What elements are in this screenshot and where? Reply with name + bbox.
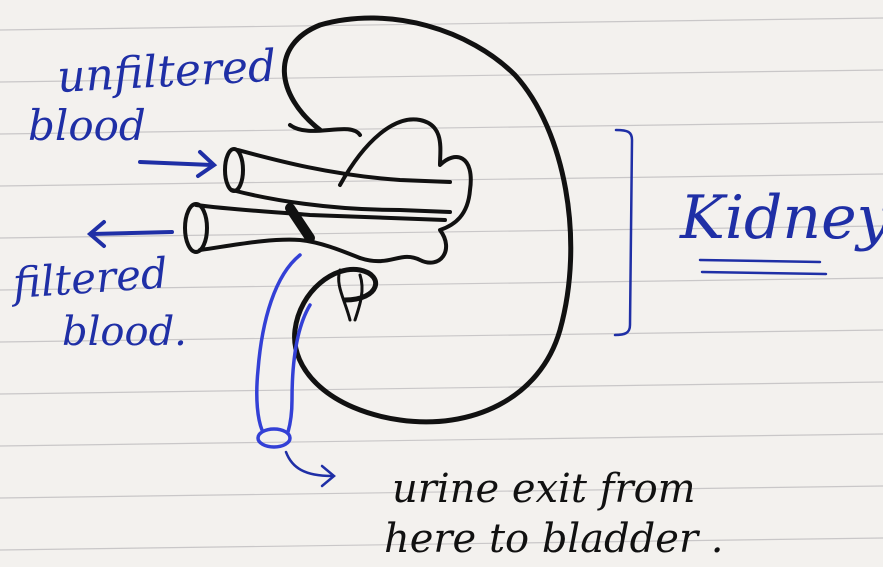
arrow-left-icon xyxy=(90,222,172,246)
kidney-underline xyxy=(700,260,826,274)
kidney-inner-curve xyxy=(290,125,360,135)
label-filtered-line1: filtered xyxy=(8,248,169,308)
pelvis-branch xyxy=(339,270,362,320)
label-unfiltered-line1: unfiltered xyxy=(56,41,277,103)
label-urine-line2: here to bladder . xyxy=(384,516,724,562)
bracket-icon xyxy=(615,130,632,335)
label-filtered-line2: blood. xyxy=(62,309,187,355)
curved-arrow-icon xyxy=(286,452,334,486)
renal-artery xyxy=(225,149,450,212)
renal-pelvis xyxy=(340,119,471,262)
arrow-right-icon xyxy=(140,152,214,176)
label-organ: Kidney xyxy=(679,183,883,253)
ureter xyxy=(257,255,310,447)
label-urine-line1: urine exit from xyxy=(392,466,696,512)
label-unfiltered-line2: blood xyxy=(28,101,146,150)
